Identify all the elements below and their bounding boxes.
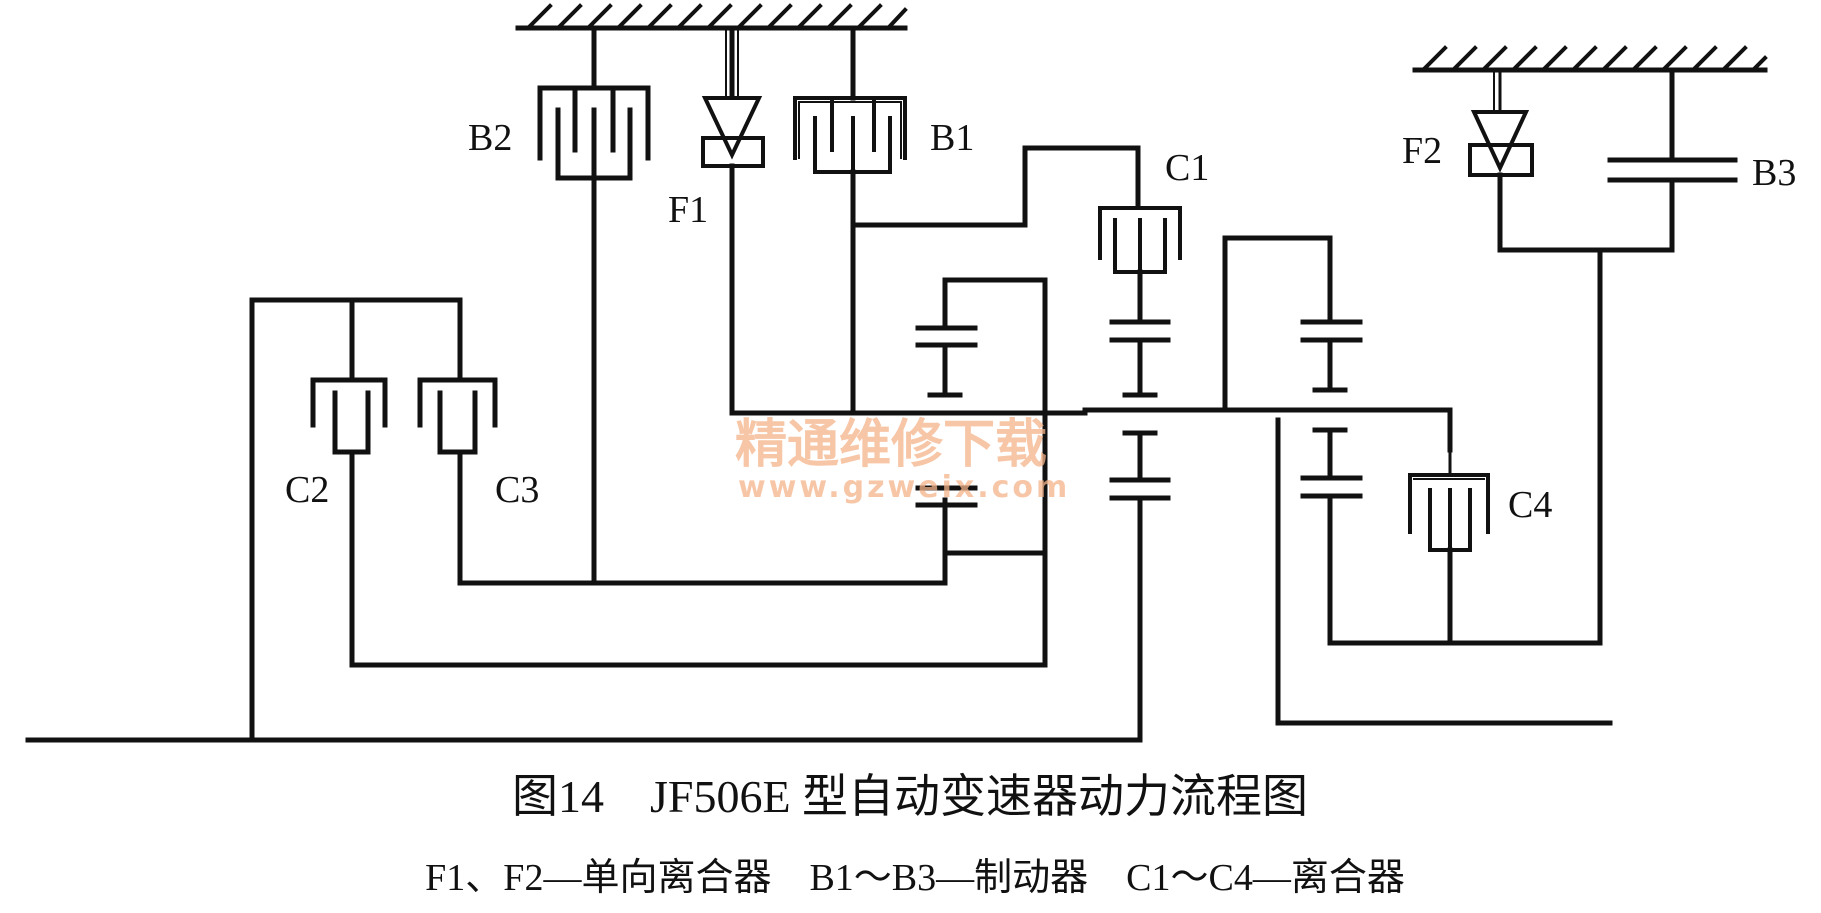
planetary-set-2 bbox=[1109, 319, 1171, 738]
watermark-title: 精通维修下载 bbox=[735, 415, 1047, 475]
label-c4: C4 bbox=[1508, 484, 1552, 526]
clutch-c3 bbox=[417, 297, 597, 586]
one-way-clutch-f1 bbox=[701, 25, 765, 416]
planetary-set-1 bbox=[591, 277, 1048, 586]
label-c3: C3 bbox=[495, 469, 539, 511]
brake-b2 bbox=[537, 25, 651, 586]
label-b3: B3 bbox=[1752, 152, 1796, 194]
input-shaft bbox=[25, 297, 1143, 743]
label-c2: C2 bbox=[285, 469, 329, 511]
label-b2: B2 bbox=[468, 117, 512, 159]
ground-housing-right bbox=[1412, 45, 1768, 73]
clutch-c1 bbox=[850, 145, 1182, 325]
ground-housing-left bbox=[515, 3, 908, 31]
one-way-clutch-f2 bbox=[1468, 68, 1675, 253]
watermark-url: www.gzweix.com bbox=[738, 470, 1070, 505]
label-c1: C1 bbox=[1165, 147, 1209, 189]
clutch-c4 bbox=[1408, 408, 1490, 646]
label-f2: F2 bbox=[1402, 130, 1442, 172]
brake-b1 bbox=[793, 25, 907, 416]
figure-legend: F1、F2—单向离合器 B1～B3—制动器 C1～C4—离合器 bbox=[425, 857, 1405, 899]
label-f1: F1 bbox=[668, 189, 708, 231]
brake-b3 bbox=[1607, 67, 1738, 253]
label-b1: B1 bbox=[930, 117, 974, 159]
figure-title: 图14 JF506E 型自动变速器动力流程图 bbox=[512, 771, 1308, 822]
clutch-c2 bbox=[310, 297, 1048, 668]
planetary-set-3 bbox=[1222, 235, 1613, 726]
